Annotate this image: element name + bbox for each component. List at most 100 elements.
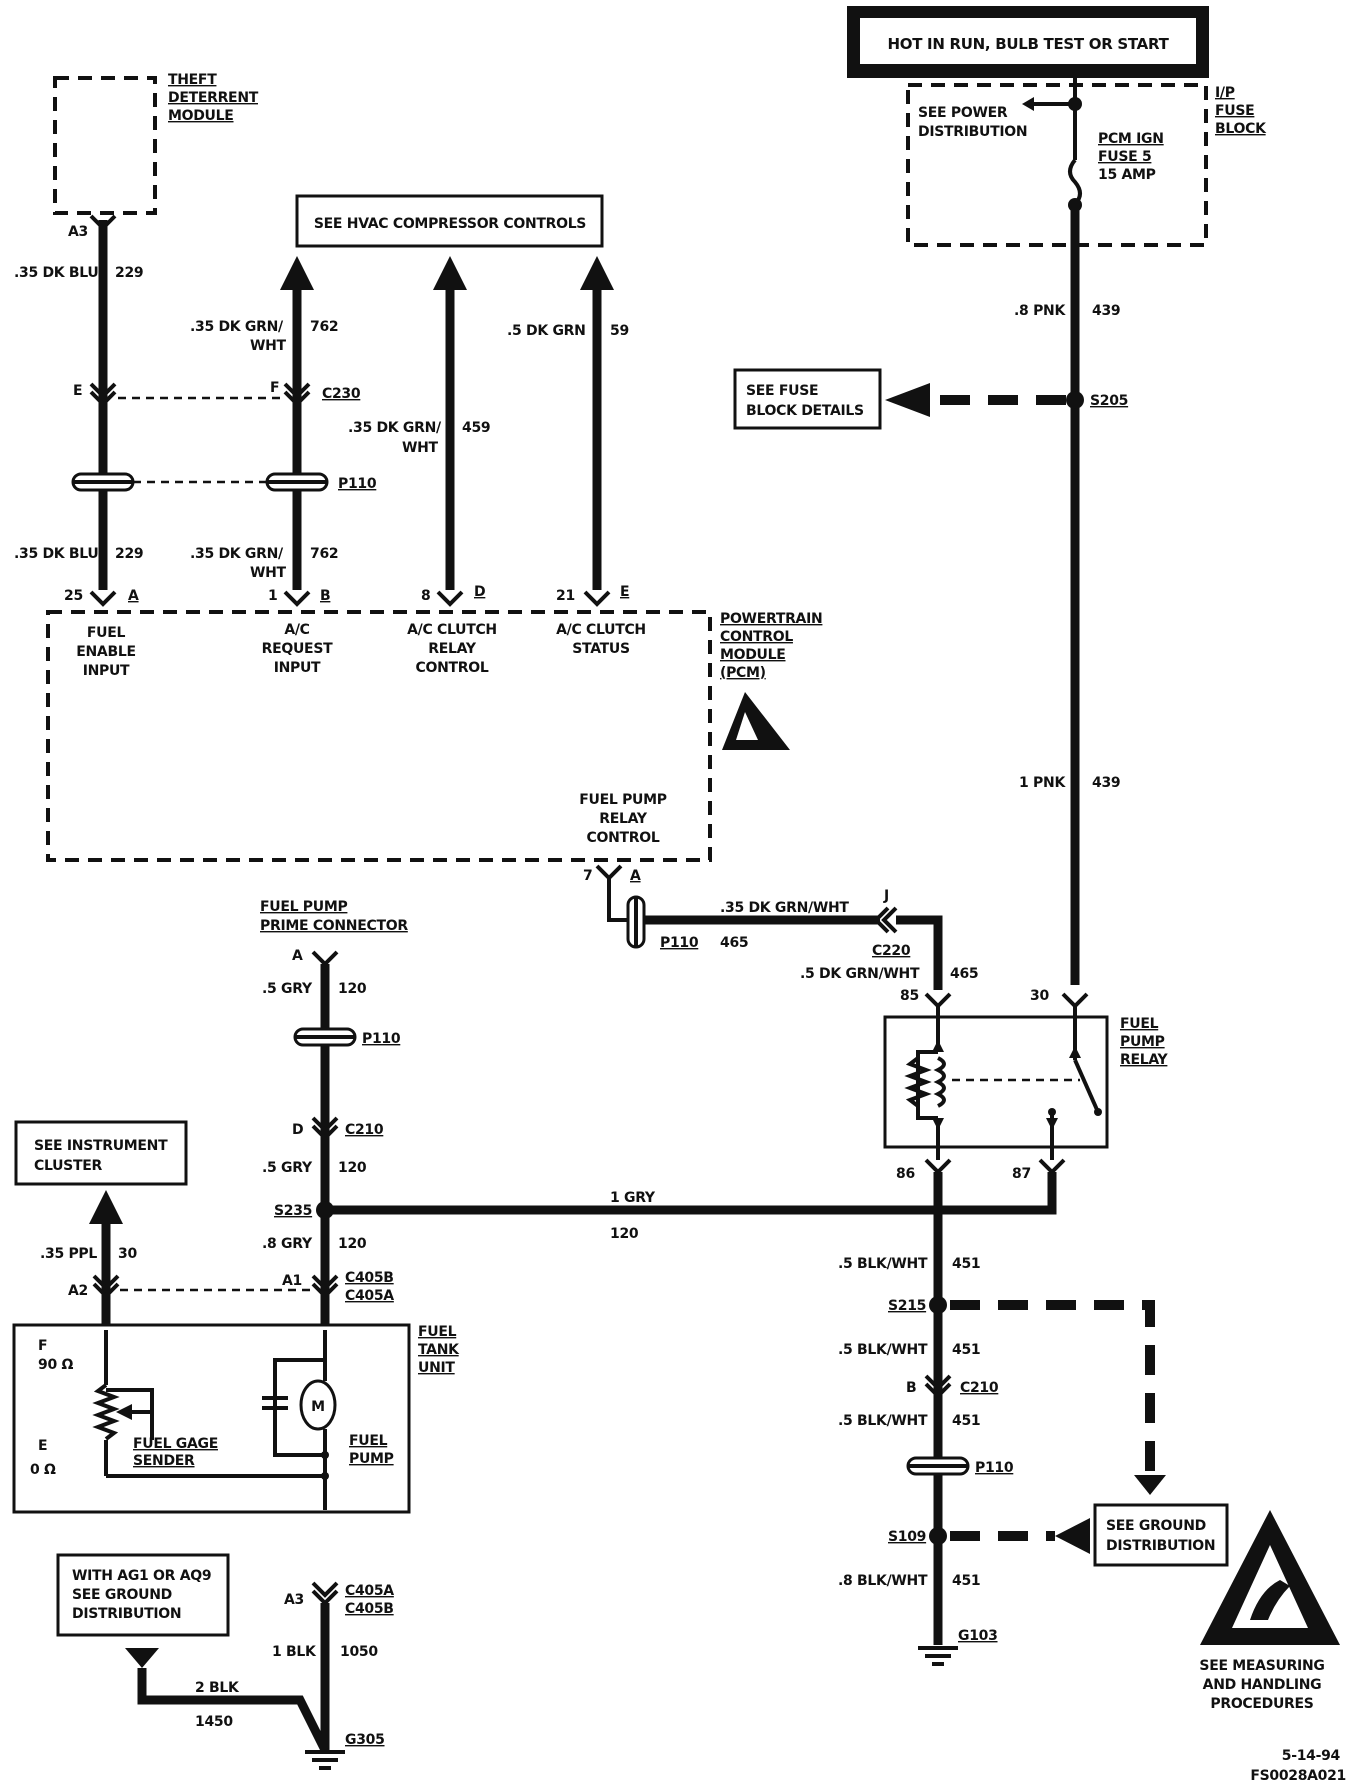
pin-d: D — [474, 584, 485, 600]
instrument-cluster-label-2: CLUSTER — [34, 1158, 102, 1174]
relay-label-3: RELAY — [1120, 1052, 1169, 1068]
ac-clutch-relay-3: CONTROL — [416, 660, 489, 676]
fuel-pump-prime-label-2: PRIME CONNECTOR — [260, 918, 408, 934]
fuel-pump-relay: 85 30 FUEL PUMP RELAY 86 87 — [883, 988, 1169, 1182]
conn-pin-e: E — [73, 383, 82, 399]
fuel-pin-a3: A3 — [284, 1592, 304, 1608]
prime-pin-a: A — [292, 948, 303, 964]
wire-439-top-color: .8 PNK — [1014, 303, 1066, 319]
wire-451-b-num: 451 — [952, 1342, 980, 1358]
fuel-pump-label-1: FUEL — [349, 1433, 388, 1449]
wire-451-c-color: .5 BLK/WHT — [838, 1413, 928, 1429]
wire-762-top-num: 762 — [310, 319, 338, 335]
measuring-handling-ref: SEE MEASURING AND HANDLING PROCEDURES — [1199, 1510, 1340, 1712]
pin-1: 1 — [268, 588, 277, 604]
wire-120-gry-color: 1 GRY — [610, 1190, 656, 1206]
p110-c-label: P110 — [362, 1031, 401, 1047]
splice-s235 — [316, 1201, 334, 1219]
relay-label-1: FUEL — [1120, 1016, 1159, 1032]
pin-7: 7 — [583, 868, 592, 884]
pin-b: B — [320, 588, 330, 604]
pin-25: 25 — [64, 588, 83, 604]
ground-distribution-label-1: SEE GROUND — [1106, 1518, 1206, 1534]
wire-451-b-color: .5 BLK/WHT — [838, 1342, 928, 1358]
fuel-gage-sender-icon — [92, 1383, 120, 1441]
g305-label: G305 — [345, 1732, 385, 1748]
wire-451-d-color: .8 BLK/WHT — [838, 1573, 928, 1589]
fuse-block-details-ref — [733, 368, 882, 430]
wire-762-bot-wht: WHT — [250, 565, 287, 581]
fuel-pump-prime-label-1: FUEL PUMP — [260, 899, 347, 915]
wire-762-bot-num: 762 — [310, 546, 338, 562]
c405b-a-label: C405B — [345, 1270, 394, 1286]
wire-30-color: .35 PPL — [40, 1246, 97, 1262]
fuse-block-details-label-1: SEE FUSE — [746, 383, 818, 399]
c405b-b-label: C405B — [345, 1601, 394, 1617]
c230-label: C230 — [322, 386, 361, 402]
arrow-left-icon — [1055, 1518, 1090, 1554]
wire-120-a-color: .5 GRY — [262, 981, 313, 997]
ag1-aq9-label-2: SEE GROUND — [72, 1587, 172, 1603]
wire-120-c-num: 120 — [338, 1236, 367, 1252]
wire-120-c-color: .8 GRY — [262, 1236, 313, 1252]
c210-b-label: C210 — [960, 1380, 999, 1396]
fuel-tank-unit: FUEL TANK UNIT F 90 Ω E 0 Ω FUEL GAGE SE… — [12, 1323, 460, 1514]
wire-229-bot-color: .35 DK BLU — [14, 546, 98, 562]
wire-1050-num: 1050 — [340, 1644, 378, 1660]
wire-762-top-wht: WHT — [250, 338, 287, 354]
hvac-compressor-label: SEE HVAC COMPRESSOR CONTROLS — [314, 216, 586, 232]
wire-1050-color: 1 BLK — [272, 1644, 317, 1660]
measuring-label-1: SEE MEASURING — [1199, 1658, 1324, 1674]
fuel-pin-a2: A2 — [68, 1283, 88, 1299]
fuel-pin-f: F — [38, 1338, 47, 1354]
pin-a-465: A — [630, 868, 641, 884]
ip-fuse-block-label-3: BLOCK — [1215, 121, 1267, 137]
splice-s215-label: S215 — [888, 1298, 926, 1314]
wire-229-top-color: .35 DK BLU — [14, 265, 98, 281]
arrow-left-icon — [885, 383, 930, 417]
wire-120-a-num: 120 — [338, 981, 367, 997]
fuel-pump-label-2: PUMP — [349, 1451, 394, 1467]
pin-8: 8 — [421, 588, 430, 604]
ag1-aq9-label-1: WITH AG1 OR AQ9 — [72, 1568, 211, 1584]
pin-30: 30 — [1030, 988, 1049, 1004]
wire-465-b-num: 465 — [950, 966, 978, 982]
fuel-gage-label-2: SENDER — [133, 1453, 195, 1469]
p110-b-label: P110 — [660, 935, 699, 951]
instrument-cluster-label-1: SEE INSTRUMENT — [34, 1138, 168, 1154]
ac-clutch-relay-1: A/C CLUTCH — [407, 622, 497, 638]
pin-85: 85 — [900, 988, 919, 1004]
wire-59-color: .5 DK GRN — [507, 323, 586, 339]
power-header-label: HOT IN RUN, BULB TEST OR START — [888, 35, 1170, 53]
theft-deterrent-label-2: DETERRENT — [168, 90, 259, 106]
wire-459-num: 459 — [462, 420, 490, 436]
splice-s215 — [929, 1296, 947, 1314]
wire-120-b-color: .5 GRY — [262, 1160, 313, 1176]
ground-g305-icon — [305, 1750, 345, 1770]
footer-date: 5-14-94 — [1282, 1748, 1341, 1764]
fuse-label-3: 15 AMP — [1098, 167, 1156, 183]
splice-s205 — [1066, 391, 1084, 409]
p110-a-label: P110 — [338, 476, 377, 492]
fuel-pump-motor-icon — [299, 1379, 337, 1431]
fuse-label-1: PCM IGN — [1098, 131, 1164, 147]
pcm-label-1: POWERTRAIN — [720, 611, 822, 627]
splice-s235-label: S235 — [274, 1203, 312, 1219]
p110-d-label: P110 — [975, 1460, 1014, 1476]
measuring-label-3: PROCEDURES — [1210, 1696, 1313, 1712]
wire-59-num: 59 — [610, 323, 629, 339]
wire-439-top-num: 439 — [1092, 303, 1120, 319]
wire-229-top-num: 229 — [115, 265, 143, 281]
ac-clutch-status-2: STATUS — [572, 641, 630, 657]
ac-request-1: A/C — [284, 622, 309, 638]
fuel-gage-label-1: FUEL GAGE — [133, 1436, 218, 1452]
ag1-aq9-ref — [56, 1553, 230, 1637]
fuel-pump-relay-control-2: RELAY — [599, 811, 648, 827]
pcm-label-4: (PCM) — [720, 665, 766, 681]
c210-a-label: C210 — [345, 1122, 384, 1138]
c210-b-pin: B — [906, 1380, 916, 1396]
conn-pin-f: F — [270, 380, 279, 396]
pin-21: 21 — [556, 588, 575, 604]
fuel-pin-a1: A1 — [282, 1273, 302, 1289]
